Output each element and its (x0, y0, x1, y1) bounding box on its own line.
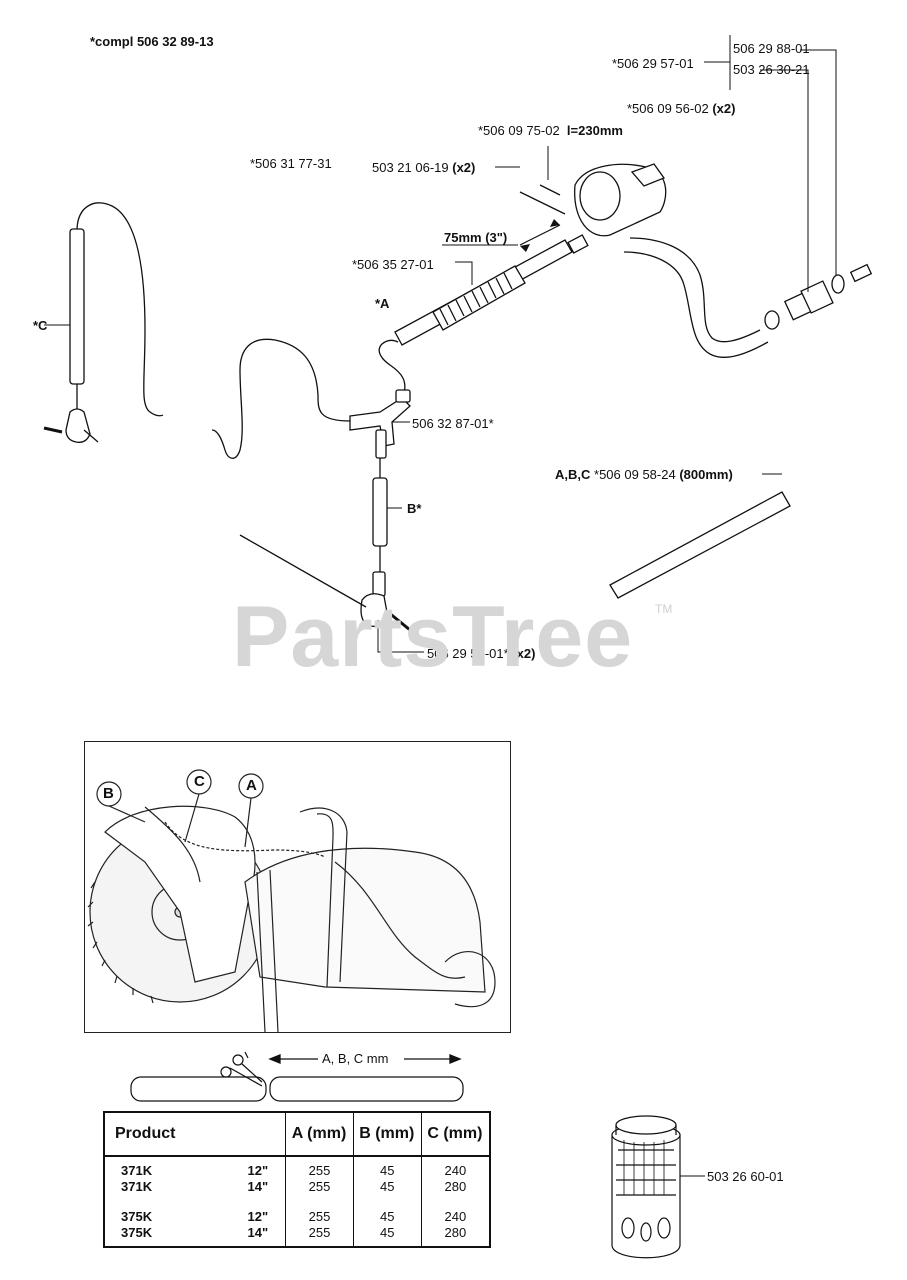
row-c: 240 (444, 1209, 467, 1225)
dimension-75mm: 75mm (3") (444, 230, 508, 245)
compl-label: *compl 506 32 89-13 (90, 34, 214, 49)
hose-left (211, 338, 351, 459)
row-size: 12" (247, 1163, 269, 1178)
tube-b (239, 458, 411, 632)
row-product: 375K (121, 1225, 153, 1241)
part-506-29-88-01: 506 29 88-01 (733, 41, 810, 56)
part-506-31-77-31: *506 31 77-31 (250, 156, 332, 171)
mark-a: *A (375, 296, 390, 311)
row-a: 255 (308, 1179, 331, 1194)
mark-c: *C (33, 318, 48, 333)
row-b: 45 (380, 1163, 395, 1178)
tube-800mm (609, 491, 791, 599)
row-a: 255 (308, 1225, 331, 1241)
cutoff-saw-drawing (87, 769, 496, 1032)
photo-label-b: B (103, 785, 114, 802)
cutoff-saw-illustration: B C A (84, 741, 511, 1033)
part-506-29-57-01: *506 29 57-01 (612, 56, 694, 71)
row-b: 45 (380, 1179, 395, 1194)
row-a: 255 (308, 1209, 331, 1225)
header-b-mm: B (mm) (352, 1112, 422, 1157)
header-c-mm: C (mm) (420, 1112, 490, 1157)
tube-c (43, 202, 164, 443)
part-503-21-06-19: 503 21 06-19 (x2) (372, 160, 476, 175)
part-506-32-87-01: 506 32 87-01* (412, 416, 494, 431)
trademark-mark: TM (655, 602, 673, 616)
cut-dimension-label: A, B, C mm (322, 1051, 389, 1066)
part-503-26-60-01: 503 26 60-01 (707, 1169, 784, 1184)
row-c: 280 (444, 1179, 467, 1194)
photo-label-a: A (246, 777, 257, 794)
product-spec-table: Product A (mm) B (mm) C (mm) 371K 371K 1… (103, 1111, 491, 1248)
row-b: 45 (380, 1225, 395, 1241)
row-size: 14" (247, 1225, 269, 1241)
hose-right (378, 339, 406, 401)
mark-b: B* (407, 501, 422, 516)
y-fitting (349, 389, 411, 459)
photo-label-c: C (194, 773, 205, 790)
row-c: 280 (444, 1225, 467, 1241)
coupling-parts (764, 263, 873, 330)
valve-housing (519, 163, 667, 237)
row-b: 45 (380, 1209, 395, 1225)
part-503-26-30-21: 503 26 30-21 (733, 62, 810, 77)
part-506-09-56-02: *506 09 56-02 (x2) (627, 101, 736, 116)
pipe-a (394, 234, 589, 346)
partstree-watermark: PartsTree (232, 589, 634, 685)
header-product: Product (103, 1112, 286, 1157)
header-a-mm: A (mm) (285, 1112, 354, 1157)
row-c: 240 (444, 1163, 467, 1178)
row-product: 371K (121, 1163, 153, 1178)
row-product: 375K (121, 1209, 153, 1225)
table-row: 371K 371K 12" 14" 255 255 45 45 240 280 (104, 1156, 490, 1200)
row-size: 12" (247, 1209, 269, 1225)
part-506-35-27-01: *506 35 27-01 (352, 257, 434, 272)
row-product: 371K (121, 1179, 153, 1194)
part-506-09-75-02: *506 09 75-02 l=230mm (478, 123, 623, 138)
row-a: 255 (308, 1163, 331, 1178)
bent-hose (623, 237, 769, 358)
row-size: 14" (247, 1179, 269, 1194)
table-row: 375K 375K 12" 14" 255 255 45 45 240 280 (104, 1199, 490, 1247)
part-506-29-56-01: 506 29 56-01* (x2) (427, 646, 536, 661)
part-506-09-58-24: A,B,C *506 09 58-24 (800mm) (555, 467, 733, 482)
